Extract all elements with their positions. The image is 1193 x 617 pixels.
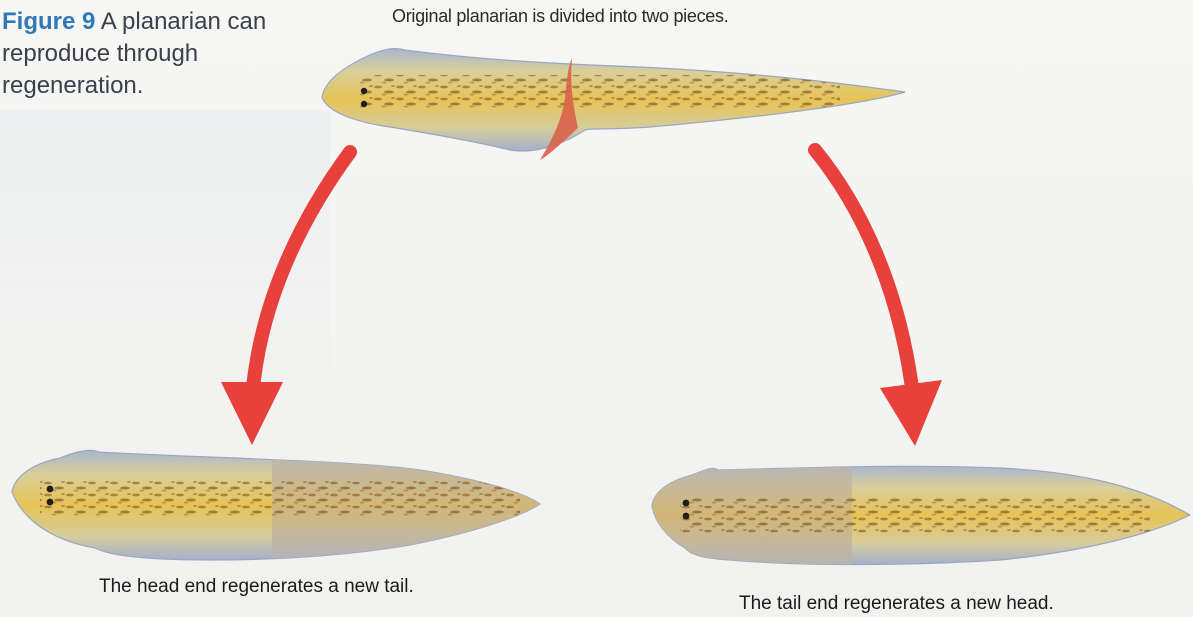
tail-end-label: The tail end regenerates a new head. — [739, 593, 1054, 615]
eyespot — [683, 513, 690, 520]
eyespot — [47, 486, 54, 493]
arrow-right — [815, 150, 942, 446]
tail-end-planarian — [640, 450, 1190, 580]
eyespot — [47, 499, 54, 506]
top-label: Original planarian is divided into two p… — [392, 6, 728, 27]
head-end-planarian — [12, 440, 552, 570]
arrow-left — [221, 152, 350, 445]
eyespot — [683, 500, 690, 507]
head-end-label: The head end regenerates a new tail. — [99, 576, 414, 598]
eyespot — [361, 101, 367, 107]
eyespot — [361, 88, 367, 94]
original-planarian — [322, 49, 905, 160]
